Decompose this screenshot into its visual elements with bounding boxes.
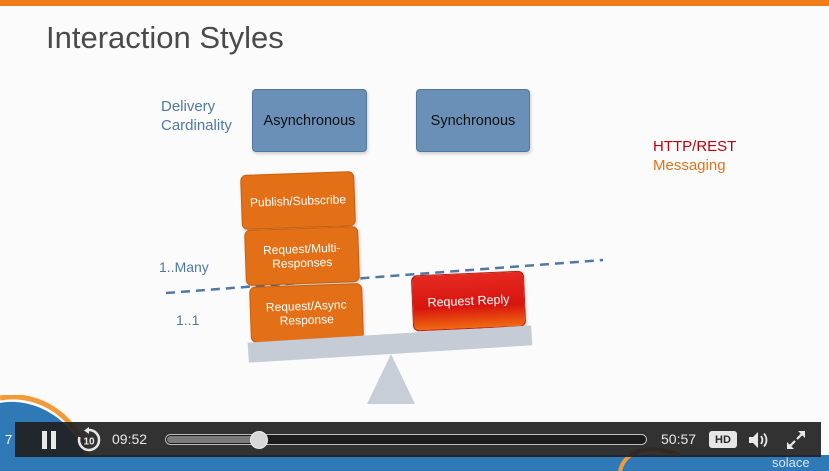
total-time: 50:57: [661, 431, 697, 447]
delivery-label-line2: Cardinality: [161, 117, 232, 134]
progress-thumb[interactable]: [249, 431, 268, 449]
progress-fill: [167, 436, 260, 443]
video-player-controls: 10 09:52 50:57 HD: [15, 422, 821, 457]
request-multi-line2: Responses: [271, 254, 333, 272]
slide-number: 7: [5, 432, 13, 447]
hd-quality-button[interactable]: HD: [709, 431, 737, 448]
request-reply-box: Request Reply: [410, 270, 527, 332]
synchronous-box: Synchronous: [416, 89, 530, 152]
fullscreen-icon: [787, 430, 805, 449]
slide-title: Interaction Styles: [46, 20, 284, 55]
slide-accent-bar: [0, 0, 829, 6]
legend-messaging: Messaging: [653, 157, 726, 174]
delivery-label-line1: Delivery: [161, 98, 216, 115]
publish-subscribe-box: Publish/Subscribe: [240, 171, 356, 230]
request-reply-label: Request Reply: [427, 292, 510, 310]
request-async-line1: Request/Async: [265, 297, 347, 315]
volume-icon: [749, 431, 768, 448]
volume-button[interactable]: [747, 422, 773, 457]
svg-text:10: 10: [83, 436, 95, 447]
rewind-10-button[interactable]: 10: [75, 422, 103, 457]
current-time: 09:52: [112, 431, 148, 447]
rewind-10-icon: 10: [77, 426, 101, 451]
one-to-one-label: 1..1: [176, 312, 200, 328]
asynchronous-box: Asynchronous: [252, 89, 367, 152]
legend-http-rest: HTTP/REST: [653, 138, 737, 155]
pause-button[interactable]: [35, 422, 63, 457]
brand-logo-text: solace: [772, 455, 810, 470]
pause-icon: [42, 430, 56, 449]
one-to-many-label: 1..Many: [159, 259, 209, 275]
progress-track[interactable]: [165, 431, 647, 449]
request-multi-responses-box: Request/Multi-Responses: [244, 226, 360, 286]
seesaw-fulcrum: [367, 354, 415, 404]
fullscreen-button[interactable]: [783, 422, 809, 457]
publish-subscribe-label: Publish/Subscribe: [249, 191, 347, 210]
request-async-line2: Response: [279, 312, 334, 328]
